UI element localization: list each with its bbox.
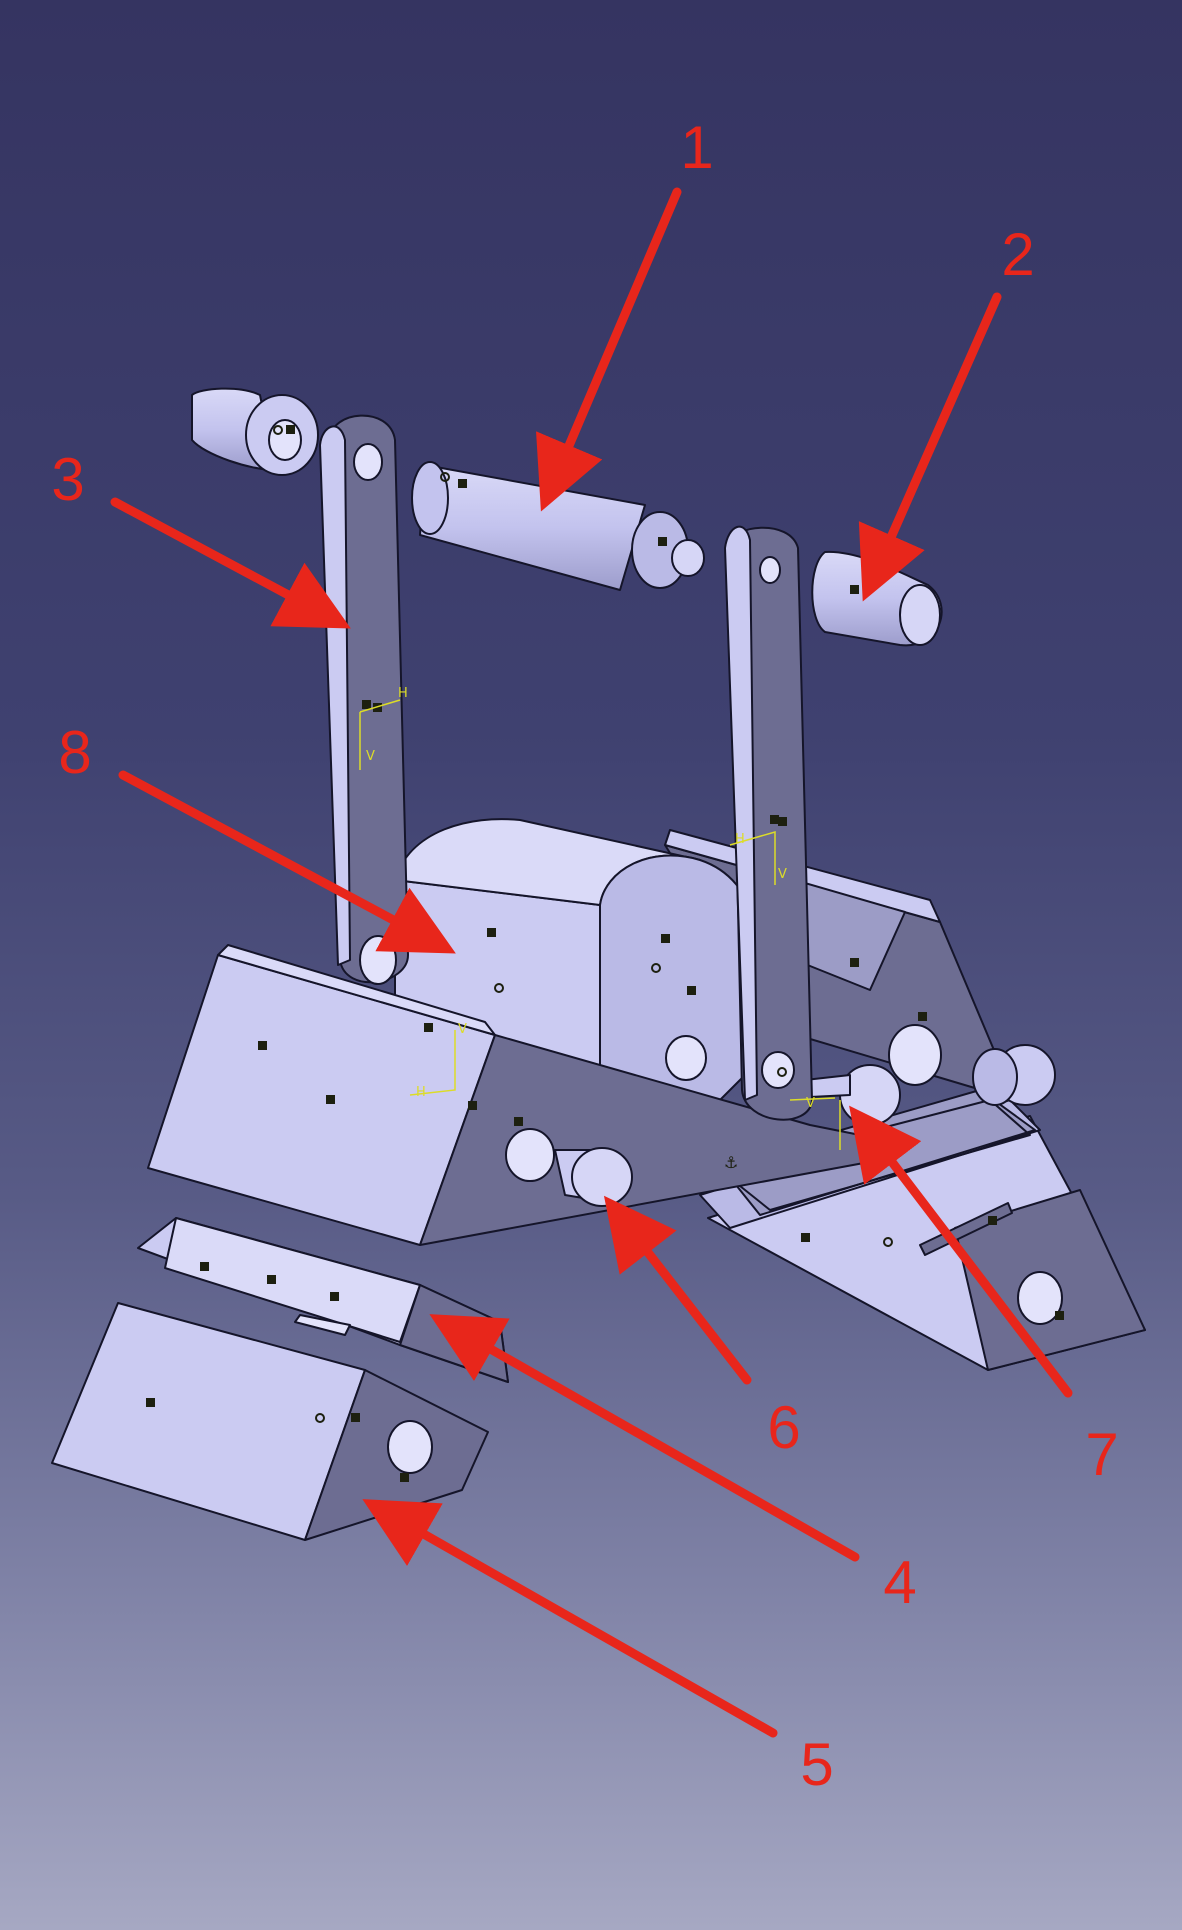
axis-h-label: H xyxy=(416,1085,426,1100)
front-block xyxy=(51,1302,489,1541)
callout-label-5: 5 xyxy=(800,1731,834,1798)
constraint-markers xyxy=(146,425,1064,1482)
callout-label-3: 3 xyxy=(51,446,85,513)
callout-arrow-7 xyxy=(849,1105,1073,1398)
callout-arrow-1 xyxy=(536,187,682,512)
callout-arrow-2 xyxy=(858,292,1002,602)
callout-label-2: 2 xyxy=(1001,221,1035,288)
callout-arrow-6 xyxy=(603,1195,752,1385)
callout-label-1: 1 xyxy=(680,114,714,181)
callout-arrow-4 xyxy=(429,1314,860,1562)
callout-arrow-3 xyxy=(110,497,351,629)
left-lever-arm xyxy=(319,414,409,985)
axis-symbols xyxy=(359,699,841,1150)
callout-arrows xyxy=(110,187,1073,1738)
callout-arrow-8 xyxy=(118,770,456,954)
left-cone-knob xyxy=(191,387,319,476)
shaft-cap-left xyxy=(554,1147,633,1207)
callout-label-4: 4 xyxy=(883,1549,917,1616)
axis-v-label: V xyxy=(458,1022,467,1037)
axis-v-label: V xyxy=(366,749,375,764)
axis-v-label: V xyxy=(778,867,787,882)
axis-v-label: V xyxy=(806,1096,815,1111)
axis-h-label: H xyxy=(735,832,745,847)
callout-label-7: 7 xyxy=(1085,1421,1119,1488)
small-hole-markers xyxy=(273,425,893,1423)
anchor-icon: ⚓ xyxy=(724,1153,738,1172)
axis-letters: V H V H H V V xyxy=(366,686,815,1111)
callout-arrow-5 xyxy=(362,1499,778,1738)
callout-label-6: 6 xyxy=(767,1394,801,1461)
main-frame-front-wedge xyxy=(147,944,881,1246)
callout-label-8: 8 xyxy=(58,719,92,786)
axis-h-label: H xyxy=(398,686,408,701)
